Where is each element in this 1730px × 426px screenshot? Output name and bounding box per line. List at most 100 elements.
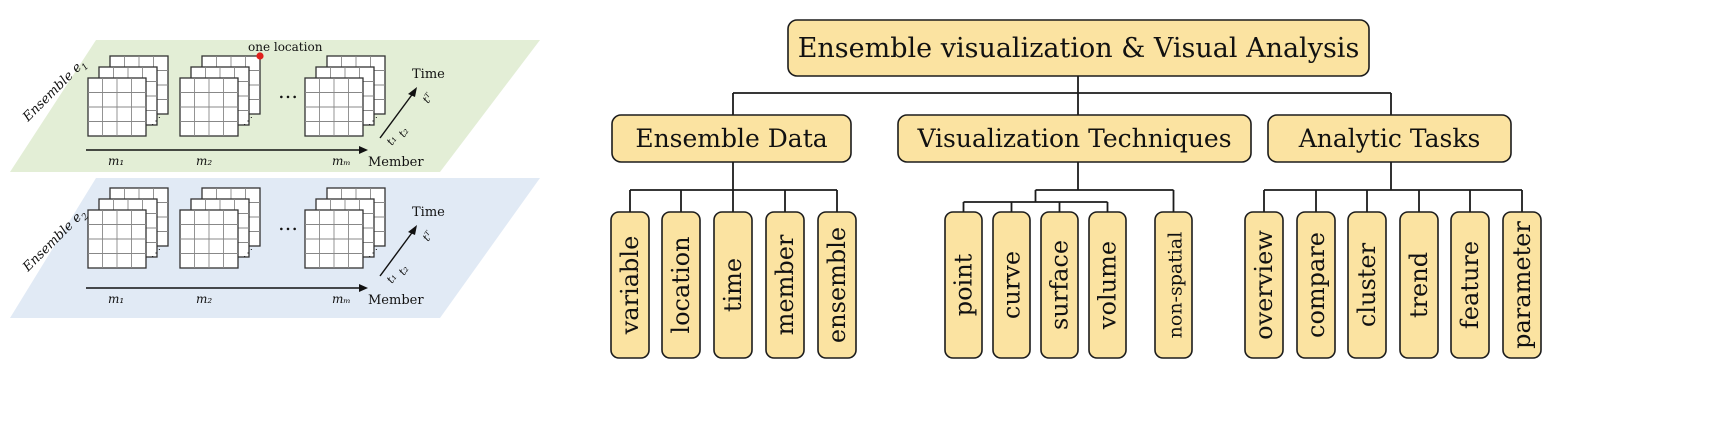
leaf-label: volume [1094, 241, 1122, 330]
leaf-curve: curve [992, 211, 1031, 359]
leaf-cluster: cluster [1347, 211, 1387, 359]
leaf-parameter: parameter [1502, 211, 1542, 359]
layer-ellipsis: ⋰ [151, 116, 161, 127]
category-3: Analytic Tasks overview compare cluster tren… [1244, 114, 1542, 359]
time-axis-label: Time [412, 67, 445, 82]
member-axis-arrowhead [359, 146, 368, 154]
leaf-node [1502, 211, 1542, 359]
time-axis-label: Time [412, 205, 445, 220]
leaf-label: cluster [1353, 242, 1381, 327]
member-axis-label: Member [368, 155, 424, 170]
category-label: Analytic Tasks [1298, 124, 1481, 153]
member-grid-stack: ⋰ [304, 55, 386, 137]
leaf-label: compare [1302, 232, 1330, 338]
location-annotation: one location [248, 40, 323, 54]
time-axis [379, 91, 415, 139]
root-connector [732, 76, 1392, 115]
leaf-node [661, 211, 701, 359]
category-label: Ensemble Data [635, 124, 827, 153]
time-axis [379, 229, 415, 277]
category-connector [1263, 162, 1523, 212]
leaf-node [1154, 211, 1193, 359]
root-label: Ensemble visualization & Visual Analysis [798, 33, 1360, 64]
leaf-label: member [771, 234, 799, 335]
leaf-node [610, 211, 650, 359]
leaf-node [992, 211, 1031, 359]
leaf-node [944, 211, 983, 359]
leaf-location: location [661, 211, 701, 359]
leaf-label: parameter [1508, 221, 1536, 349]
leaf-label: curve [998, 251, 1026, 319]
member-label-1: m₁ [108, 154, 124, 168]
leaf-feature: feature [1450, 211, 1490, 359]
time-axis-arrowhead [408, 225, 417, 235]
leaf-node [1399, 211, 1439, 359]
members-ellipsis: … [278, 211, 298, 235]
member-label-2: m₂ [196, 292, 212, 306]
leaf-label: ensemble [823, 227, 851, 343]
taxonomy-tree: Ensemble visualization & Visual Analysis… [610, 19, 1542, 359]
member-grid-stack: ⋰ [179, 52, 264, 137]
leaf-ensemble: ensemble [817, 211, 857, 359]
category-2: Visualization Techniques point curve surfac… [897, 114, 1252, 359]
leaf-surface: surface [1040, 211, 1079, 359]
leaf-non-spatial: non-spatial [1154, 211, 1193, 359]
leaf-label: surface [1046, 240, 1074, 330]
leaf-node [1088, 211, 1127, 359]
member-grid-stack: ⋰ [87, 55, 169, 137]
leaf-overview: overview [1244, 211, 1284, 359]
leaf-variable: variable [610, 211, 650, 359]
category-node [611, 114, 852, 163]
category-label: Visualization Techniques [916, 124, 1231, 153]
leaf-label: point [950, 253, 978, 316]
leaf-time: time [713, 211, 753, 359]
leaf-node [817, 211, 857, 359]
leaf-member: member [765, 211, 805, 359]
leaf-volume: volume [1088, 211, 1127, 359]
category-node [1267, 114, 1512, 163]
time-axis-arrowhead [408, 87, 417, 97]
member-label-1: m₁ [108, 292, 124, 306]
member-axis-label: Member [368, 293, 424, 308]
member-grid-stack: ⋰ [87, 187, 169, 269]
leaf-node [1040, 211, 1079, 359]
leaf-node [713, 211, 753, 359]
leaf-node [1347, 211, 1387, 359]
leaf-node [1296, 211, 1336, 359]
leaf-node [1450, 211, 1490, 359]
members-ellipsis: … [278, 79, 298, 103]
layer-ellipsis: ⋰ [243, 248, 253, 259]
member-label-2: m₂ [196, 154, 212, 168]
member-grid-stack: ⋰ [304, 187, 386, 269]
category-connector [629, 162, 838, 212]
member-label-3: mₘ [332, 154, 351, 168]
member-axis-arrowhead [359, 284, 368, 292]
leaf-label: feature [1456, 241, 1484, 329]
layer-ellipsis: ⋰ [368, 116, 378, 127]
leaf-label: overview [1250, 230, 1278, 340]
layer-ellipsis: ⋰ [368, 248, 378, 259]
category-node [897, 114, 1252, 163]
layer-ellipsis: ⋰ [151, 248, 161, 259]
location-dot [256, 52, 264, 60]
leaf-trend: trend [1399, 211, 1439, 359]
leaf-label: variable [616, 236, 644, 336]
layer-ellipsis: ⋰ [243, 116, 253, 127]
member-label-3: mₘ [332, 292, 351, 306]
leaf-label: time [719, 258, 747, 312]
leaf-node [765, 211, 805, 359]
leaf-label: trend [1405, 252, 1433, 318]
leaf-point: point [944, 211, 983, 359]
leaf-label: location [667, 236, 695, 333]
leaf-node [1244, 211, 1284, 359]
member-grid-stack: ⋰ [179, 187, 261, 269]
leaf-label: non-spatial [1165, 232, 1187, 339]
ensemble-subscript: 1 [80, 62, 91, 73]
category-connector [962, 162, 1175, 212]
leaf-compare: compare [1296, 211, 1336, 359]
